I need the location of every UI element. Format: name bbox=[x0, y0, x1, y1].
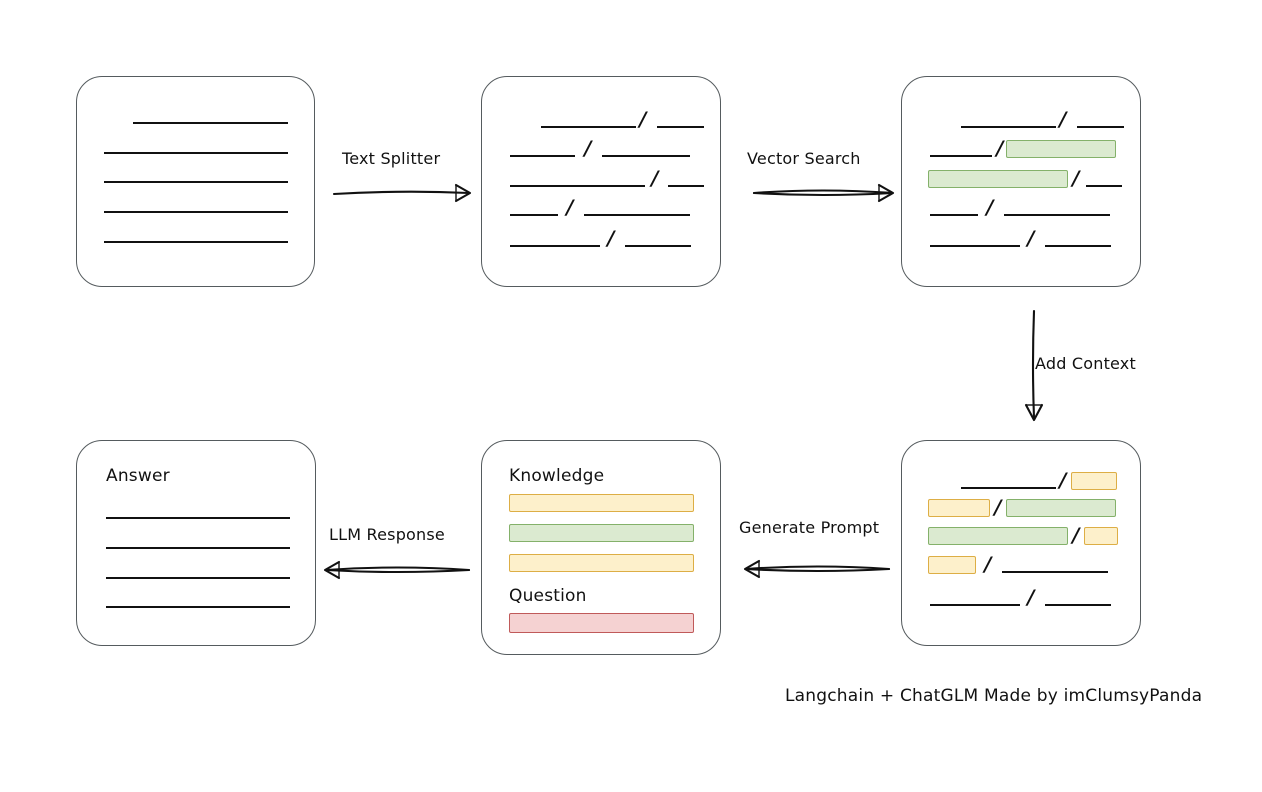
source-document-line-3 bbox=[104, 211, 288, 213]
context-chunks-row-4-seg-0-rule bbox=[930, 604, 1020, 606]
prompt-yellow-bar-2 bbox=[509, 554, 694, 572]
split-chunks-row-0-seg-2-rule bbox=[657, 126, 704, 128]
split-chunks-row-0-seg-1-slash-icon: / bbox=[639, 107, 647, 131]
context-chunks-row-2-seg-0-green-chip bbox=[928, 527, 1068, 545]
retrieved-chunks-row-2-seg-2-rule bbox=[1086, 185, 1122, 187]
edge-label-edge-llm-response: LLM Response bbox=[329, 525, 445, 544]
footer-credit: Langchain + ChatGLM Made by imClumsyPand… bbox=[785, 686, 1203, 706]
retrieved-chunks-row-0-seg-1-slash-icon: / bbox=[1059, 107, 1067, 131]
answer-line-1 bbox=[106, 547, 290, 549]
answer-line-0 bbox=[106, 517, 290, 519]
retrieved-chunks-row-4-seg-0-rule bbox=[930, 245, 1020, 247]
context-chunks-row-3-seg-2-rule bbox=[1002, 571, 1108, 573]
prompt-yellow-bar-0 bbox=[509, 494, 694, 512]
context-chunks-row-3-seg-1-slash-icon: / bbox=[984, 552, 992, 576]
source-document-line-2 bbox=[104, 181, 288, 183]
split-chunks-row-2-seg-0-rule bbox=[510, 185, 645, 187]
arrow-edge-text-splitter bbox=[332, 183, 472, 203]
context-chunks-row-4-seg-2-rule bbox=[1045, 604, 1111, 606]
split-chunks-row-1-seg-2-rule bbox=[602, 155, 690, 157]
answer-heading-0: Answer bbox=[106, 466, 170, 486]
answer-line-2 bbox=[106, 577, 290, 579]
context-chunks-row-4-seg-1-slash-icon: / bbox=[1027, 585, 1035, 609]
split-chunks-row-4-seg-2-rule bbox=[625, 245, 691, 247]
retrieved-chunks-row-1-seg-0-rule bbox=[930, 155, 992, 157]
source-document-line-4 bbox=[104, 241, 288, 243]
split-chunks-row-3-seg-1-slash-icon: / bbox=[566, 195, 574, 219]
prompt-green-bar-1 bbox=[509, 524, 694, 542]
split-chunks-row-3-seg-0-rule bbox=[510, 214, 558, 216]
edge-label-edge-text-splitter: Text Splitter bbox=[342, 149, 441, 168]
split-chunks-row-1-seg-0-rule bbox=[510, 155, 575, 157]
split-chunks-row-2-seg-1-slash-icon: / bbox=[651, 166, 659, 190]
split-chunks-row-2-seg-2-rule bbox=[668, 185, 704, 187]
context-chunks-row-2-seg-2-yellow-chip bbox=[1084, 527, 1118, 545]
context-chunks-row-0-seg-1-slash-icon: / bbox=[1059, 468, 1067, 492]
retrieved-chunks-row-3-seg-0-rule bbox=[930, 214, 978, 216]
retrieved-chunks-row-4-seg-1-slash-icon: / bbox=[1027, 226, 1035, 250]
context-chunks-row-0-seg-2-yellow-chip bbox=[1071, 472, 1117, 490]
retrieved-chunks-row-2-seg-0-green-chip bbox=[928, 170, 1068, 188]
retrieved-chunks-row-0-seg-0-rule bbox=[961, 126, 1056, 128]
retrieved-chunks-row-3-seg-1-slash-icon: / bbox=[986, 195, 994, 219]
answer-line-3 bbox=[106, 606, 290, 608]
split-chunks-row-4-seg-0-rule bbox=[510, 245, 600, 247]
edge-label-edge-add-context: Add Context bbox=[1035, 354, 1136, 373]
arrow-edge-vector-search bbox=[752, 183, 895, 203]
source-document-line-1 bbox=[104, 152, 288, 154]
context-chunks-row-1-seg-2-green-chip bbox=[1006, 499, 1116, 517]
retrieved-chunks-row-0-seg-2-rule bbox=[1077, 126, 1124, 128]
retrieved-chunks-row-1-seg-1-slash-icon: / bbox=[996, 136, 1004, 160]
arrow-edge-add-context bbox=[1024, 309, 1044, 422]
retrieved-chunks-row-3-seg-2-rule bbox=[1004, 214, 1110, 216]
answer-box[interactable] bbox=[76, 440, 316, 646]
context-chunks-row-0-seg-0-rule bbox=[961, 487, 1056, 489]
edge-label-edge-vector-search: Vector Search bbox=[747, 149, 861, 168]
context-chunks-row-2-seg-1-slash-icon: / bbox=[1072, 523, 1080, 547]
context-chunks-row-1-seg-1-slash-icon: / bbox=[994, 495, 1002, 519]
split-chunks-row-1-seg-1-slash-icon: / bbox=[584, 136, 592, 160]
context-chunks-row-1-seg-0-yellow-chip bbox=[928, 499, 990, 517]
split-chunks-box[interactable] bbox=[481, 76, 721, 287]
retrieved-chunks-row-2-seg-1-slash-icon: / bbox=[1072, 166, 1080, 190]
source-document-line-0 bbox=[133, 122, 288, 124]
retrieved-chunks-row-1-seg-2-green-chip bbox=[1006, 140, 1116, 158]
prompt-red-bar-3 bbox=[509, 613, 694, 633]
context-chunks-row-3-seg-0-yellow-chip bbox=[928, 556, 976, 574]
split-chunks-row-4-seg-1-slash-icon: / bbox=[607, 226, 615, 250]
prompt-heading-0: Knowledge bbox=[509, 466, 605, 486]
retrieved-chunks-row-4-seg-2-rule bbox=[1045, 245, 1111, 247]
arrow-edge-llm-response bbox=[323, 560, 471, 580]
edge-label-edge-generate-prompt: Generate Prompt bbox=[739, 518, 880, 537]
prompt-heading-1: Question bbox=[509, 586, 587, 606]
split-chunks-row-3-seg-2-rule bbox=[584, 214, 690, 216]
arrow-edge-generate-prompt bbox=[743, 559, 891, 579]
split-chunks-row-0-seg-0-rule bbox=[541, 126, 636, 128]
